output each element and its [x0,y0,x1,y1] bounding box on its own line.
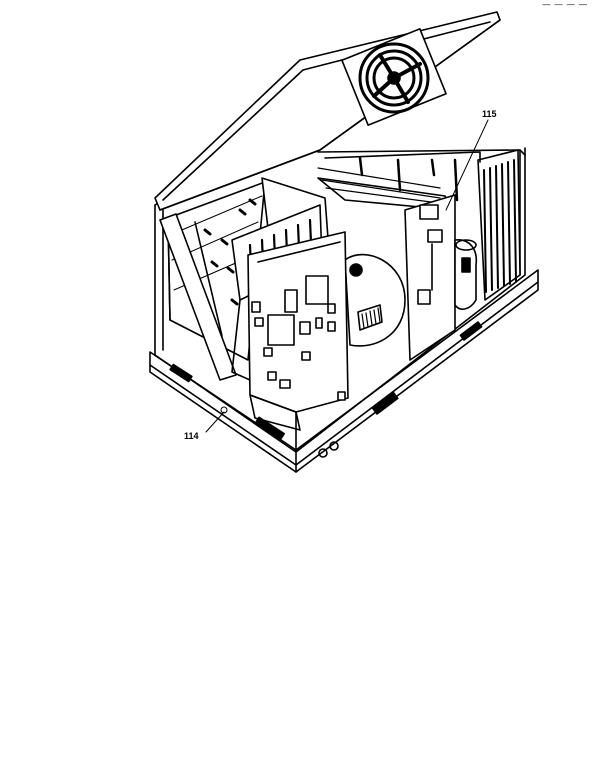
corner-mark: — — — — [542,0,588,9]
top-lid [154,11,501,211]
callout-label-114: 114 [184,431,199,441]
control-panel [247,231,349,431]
fan-guard [341,28,447,126]
blower [344,253,406,347]
heat-exchanger [317,167,456,361]
callout-leaders [205,119,489,433]
condenser-coil [324,149,521,301]
callout-label-115: 115 [482,109,497,119]
left-coil [159,181,266,381]
compressor [454,239,478,310]
